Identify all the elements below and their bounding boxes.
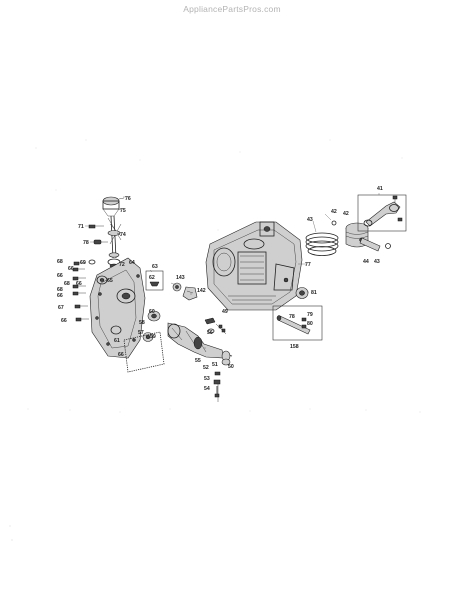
callout-44: 44 <box>363 259 369 265</box>
callout-labels: 76 75 71 78 74 72 68 69 66 66 68 66 68 6… <box>57 186 383 392</box>
crankcase-cover <box>89 257 146 359</box>
crankshaft <box>167 322 233 362</box>
callout-66-f: 66 <box>118 352 124 358</box>
callout-81: 81 <box>311 290 317 296</box>
callout-42-b: 42 <box>343 211 349 217</box>
callout-50: 50 <box>228 364 234 370</box>
callout-56: 56 <box>207 330 213 336</box>
callout-43-a: 43 <box>307 217 313 223</box>
callout-62: 62 <box>149 275 155 281</box>
callout-42-a: 42 <box>331 209 337 215</box>
callout-78-b: 78 <box>289 314 295 320</box>
wrist-pin <box>359 237 391 252</box>
callout-57: 57 <box>138 330 144 336</box>
callout-66-c: 66 <box>76 281 82 287</box>
callout-79: 79 <box>307 312 313 318</box>
callout-65: 65 <box>107 278 113 284</box>
callout-41: 41 <box>377 186 383 192</box>
callout-68-c: 68 <box>57 287 63 293</box>
callout-66-d: 66 <box>57 293 63 299</box>
callout-52: 52 <box>203 365 209 371</box>
callout-142: 142 <box>197 288 206 294</box>
callout-67: 67 <box>58 305 64 311</box>
callout-61: 61 <box>114 338 120 344</box>
callout-77: 77 <box>305 262 311 268</box>
scan-speckles <box>9 139 421 541</box>
callout-54: 54 <box>204 386 210 392</box>
part-box-62 <box>145 270 164 291</box>
governor-assembly <box>88 196 125 269</box>
part-box-158 <box>272 305 323 341</box>
callout-68-b: 68 <box>64 281 70 287</box>
callout-71: 71 <box>78 224 84 230</box>
callout-80: 80 <box>307 321 313 327</box>
callout-63: 63 <box>152 264 158 270</box>
callout-64: 64 <box>129 260 135 266</box>
callout-158: 158 <box>290 344 299 350</box>
callout-51: 51 <box>212 362 218 368</box>
callout-143: 143 <box>176 275 185 281</box>
key-and-washers <box>204 317 227 335</box>
callout-74: 74 <box>120 232 126 238</box>
callout-75: 75 <box>120 208 126 214</box>
cover-bolts <box>72 259 96 322</box>
piston-rings <box>305 232 339 256</box>
oil-seal-81 <box>295 287 309 299</box>
callout-58: 58 <box>139 320 145 326</box>
callout-69: 69 <box>80 260 86 266</box>
gear-143 <box>172 282 198 301</box>
callout-59: 59 <box>150 334 156 340</box>
connecting-rod-box <box>357 194 407 232</box>
callout-66-a: 66 <box>68 266 74 272</box>
callout-43-b: 43 <box>374 259 380 265</box>
callout-72: 72 <box>119 262 125 268</box>
callout-68-a: 68 <box>57 259 63 265</box>
callout-49: 49 <box>222 309 228 315</box>
piston <box>331 220 369 248</box>
callout-60: 60 <box>149 309 155 315</box>
oil-seal-60 <box>147 310 161 322</box>
watermark: AppliancePartsPros.com <box>183 4 281 14</box>
engine-block <box>205 221 303 311</box>
bearing-59 <box>123 331 165 373</box>
callout-78: 78 <box>83 240 89 246</box>
callout-66-b: 66 <box>57 273 63 279</box>
callout-76: 76 <box>125 196 131 202</box>
small-parts-column <box>213 358 231 402</box>
callout-55: 55 <box>195 358 201 364</box>
callout-53: 53 <box>204 376 210 382</box>
leader-lines <box>85 193 380 349</box>
callout-66-e: 66 <box>61 318 67 324</box>
